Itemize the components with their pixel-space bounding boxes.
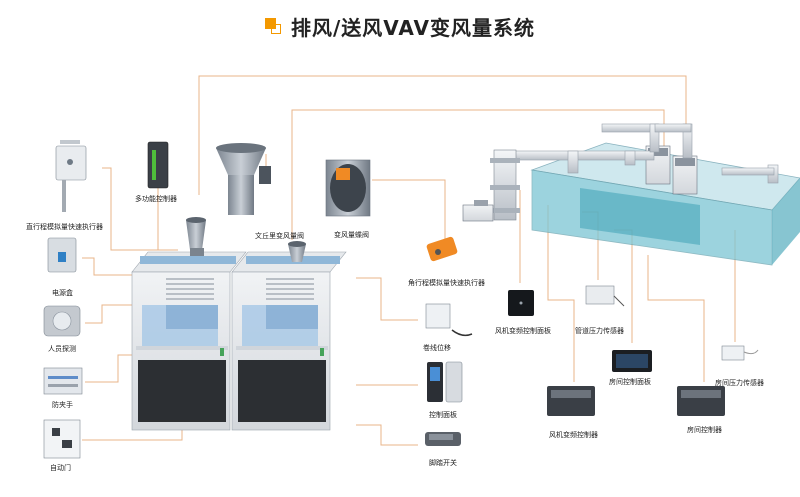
wire-top-loop [198, 75, 687, 195]
wire-person-probe [85, 304, 142, 324]
room-controller-icon [677, 386, 725, 416]
room-pressure-icon [721, 345, 759, 361]
angle-actuator-icon [426, 236, 458, 262]
air-ducts [511, 123, 779, 184]
exhaust-fan [462, 200, 494, 222]
fan-panel-icon [508, 290, 534, 316]
page-title: 排风/送风VAV变风量系统 [290, 16, 536, 40]
fume-hood-right [220, 251, 347, 431]
label-duct-pressure-sensor: 管道压力传感器 [575, 327, 624, 335]
title-logo-icon [264, 17, 283, 36]
wire-direct-actuator [102, 167, 178, 251]
multi-controller-icon [147, 141, 169, 189]
wire-sash [356, 277, 418, 321]
fan-controller-icon [547, 386, 595, 416]
auto-door-icon [43, 419, 81, 459]
venturi-valve-icon [216, 143, 271, 215]
wiring-lines [82, 75, 736, 446]
label-venturi-valve: 文丘里变风量阀 [255, 232, 304, 240]
scrubber-tower [490, 149, 520, 221]
label-room-control-panel: 房间控制面板 [609, 378, 651, 386]
wire-anti-pinch [85, 354, 142, 383]
person-probe-icon [43, 305, 81, 337]
title-bar: 排风/送风VAV变风量系统 [0, 12, 800, 41]
duct-sensor-icon [585, 285, 625, 307]
label-angle-actuator: 角行程模拟量快速执行器 [408, 279, 485, 287]
wire-damper [372, 179, 446, 255]
room-panel-icon [612, 350, 652, 372]
label-fan-vfd-panel: 风机变频控制面板 [495, 327, 551, 335]
label-person-probe: 人员探测 [48, 345, 76, 353]
power-box-icon [47, 237, 77, 273]
label-room-controller: 房间控制器 [687, 426, 722, 434]
control-panel-icon [427, 361, 463, 403]
sash-sensor-icon [425, 303, 473, 337]
label-anti-pinch: 防夹手 [52, 401, 73, 409]
wire-fan-controller [547, 205, 575, 382]
label-fan-vfd-controller: 风机变频控制器 [549, 431, 598, 439]
label-control-panel: 控制面板 [429, 411, 457, 419]
foot-switch-icon [425, 432, 461, 446]
direct-actuator-icon [55, 140, 87, 212]
label-vav-damper: 变风量蝶阀 [334, 231, 369, 239]
label-auto-door: 自动门 [50, 464, 71, 472]
hood-venturi-right [288, 241, 306, 262]
label-direct-actuator: 直行程模拟量快速执行器 [26, 223, 103, 231]
label-sash-sensor: 卷线位移 [423, 344, 451, 352]
wire-power-box [82, 257, 142, 276]
anti-pinch-icon [43, 367, 83, 395]
label-room-pressure-sensor: 房间压力传感器 [715, 379, 764, 387]
label-multi-controller: 多功能控制器 [135, 195, 177, 203]
label-power-box: 电源盒 [52, 289, 73, 297]
wire-room-controller [647, 255, 705, 382]
hood-venturi-left [186, 217, 206, 256]
wire-foot [356, 424, 418, 446]
vav-damper-icon [325, 159, 371, 217]
label-foot-switch: 脚踏开关 [429, 459, 457, 467]
fume-hood-left [131, 251, 247, 431]
